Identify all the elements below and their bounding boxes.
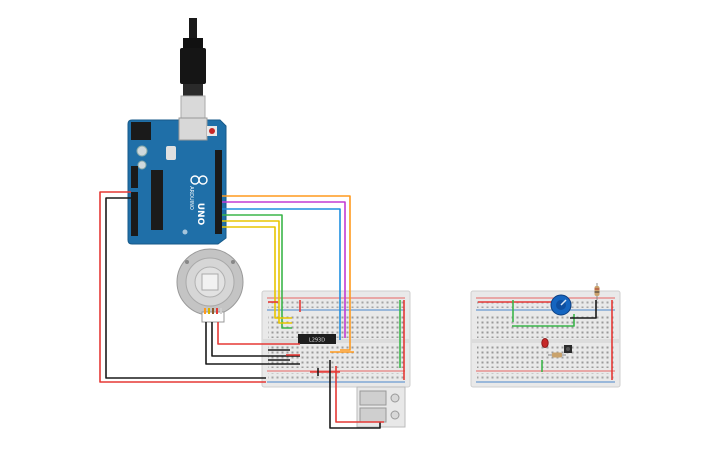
motor-wires: [204, 308, 222, 314]
power-supply[interactable]: [356, 386, 406, 428]
resistor-top: [594, 283, 600, 300]
analog-header: [131, 192, 138, 236]
arduino-model-label: UNO: [195, 203, 205, 226]
arduino-brand-label: ARDUINO: [188, 186, 194, 210]
led[interactable]: [541, 338, 549, 348]
power-jack: [131, 122, 151, 140]
wire-motor-black-2[interactable]: [211, 322, 300, 357]
wire-orange[interactable]: [222, 195, 351, 351]
usb-port: [178, 117, 208, 141]
push-button[interactable]: [564, 345, 572, 353]
power-header: [131, 166, 138, 188]
wire-motor-red[interactable]: [217, 322, 300, 345]
stepper-motor[interactable]: [176, 248, 244, 323]
wire-yellow-1[interactable]: [222, 220, 292, 324]
digital-header: [215, 150, 222, 234]
wire-motor-black-1[interactable]: [205, 322, 300, 365]
arduino-logo-icon: [190, 175, 208, 185]
wire-psu-black[interactable]: [329, 360, 381, 429]
wire-magenta[interactable]: [222, 201, 346, 338]
wires: [99, 191, 613, 429]
reset-button[interactable]: [209, 128, 215, 134]
driver-chip-label: L293D: [309, 338, 325, 344]
wire-yellow-2[interactable]: [222, 226, 292, 319]
potentiometer[interactable]: [550, 294, 572, 316]
arduino-uno[interactable]: ARDUINO UNO: [127, 117, 227, 245]
driver-chip[interactable]: L293D: [298, 334, 336, 344]
wire-right-black[interactable]: [570, 300, 597, 319]
wire-blue[interactable]: [222, 208, 341, 340]
resistor-bottom: [548, 352, 566, 358]
atmega-chip: [151, 170, 163, 230]
usb-cable: [180, 18, 206, 119]
wire-psu-red[interactable]: [335, 366, 384, 423]
wire-red-gnd-left[interactable]: [99, 191, 266, 383]
wire-green[interactable]: [222, 214, 292, 329]
wire-black-gnd-left[interactable]: [105, 197, 266, 379]
